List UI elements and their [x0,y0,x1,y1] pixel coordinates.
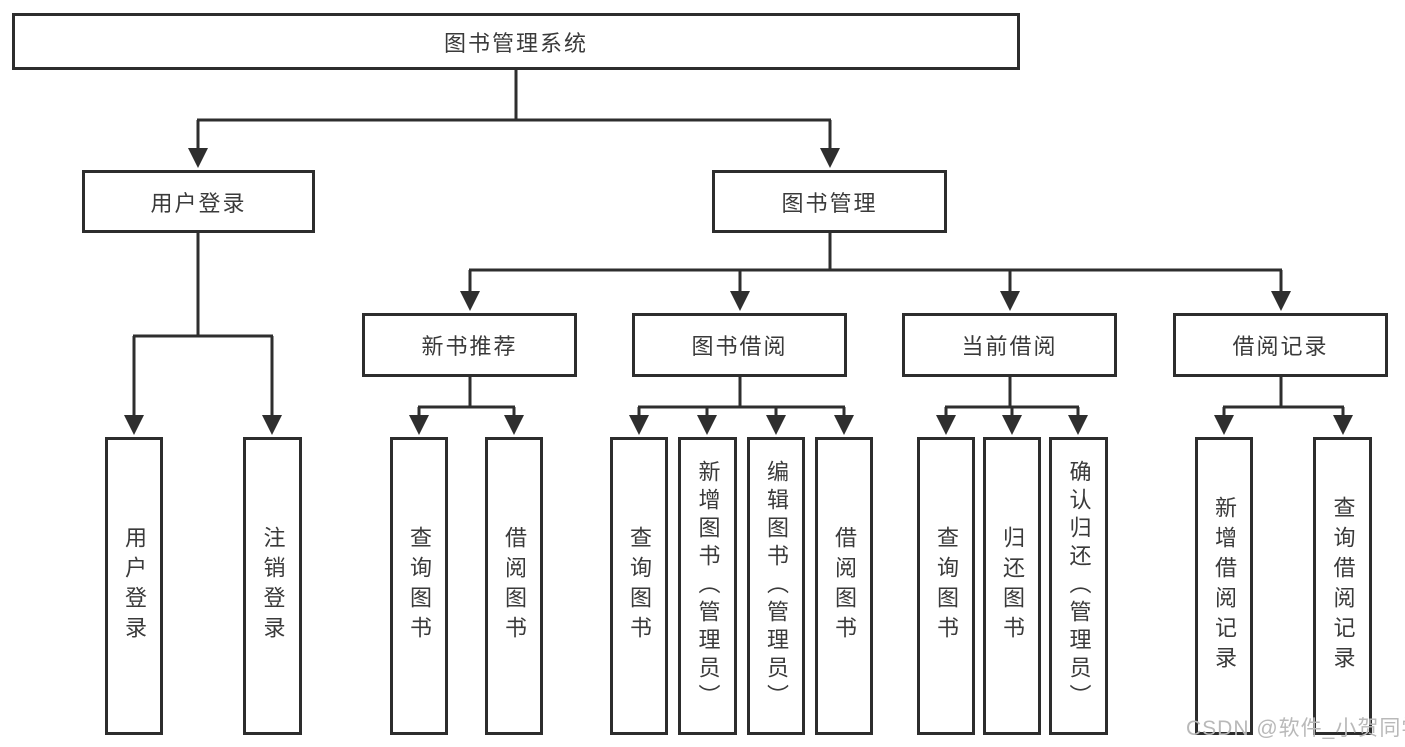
node-label: 借阅图书 [832,526,857,646]
leaf-current-confirm-return-admin: 确认归还（管理员） [1049,437,1108,735]
node-label: 新增借阅记录 [1212,496,1237,676]
node-user-login: 用户登录 [82,170,315,233]
connector-root [188,70,840,168]
node-label: 新书推荐 [421,334,518,359]
node-label: 用户登录 [150,190,247,216]
node-label: 新增图书（管理员） [695,460,721,712]
node-label: 用户登录 [122,526,147,646]
node-new-book-recommend: 新书推荐 [362,313,577,377]
connector-new-book-recommend [409,377,524,435]
leaf-recommend-query-books: 查询图书 [390,437,448,735]
node-label: 查询借阅记录 [1330,496,1356,676]
connector-book-borrow [629,377,854,435]
node-label: 确认归还（管理员） [1066,460,1092,712]
leaf-borrow-add-books-admin: 新增图书（管理员） [678,437,737,735]
node-label: 查询图书 [627,526,652,646]
node-label: 借阅图书 [502,526,527,646]
leaf-recommend-borrow-books: 借阅图书 [485,437,543,735]
csdn-watermark: CSDN @软件_小贺同学 [1186,717,1405,740]
node-label: 查询图书 [934,526,959,646]
node-book-borrow: 图书借阅 [632,313,847,377]
leaf-current-query-books: 查询图书 [917,437,975,735]
node-label: 查询图书 [407,526,432,646]
node-label: 图书借阅 [691,334,788,359]
connector-borrow-records [1214,377,1353,435]
leaf-records-query-record: 查询借阅记录 [1313,437,1372,735]
node-library-management-system: 图书管理系统 [12,13,1020,70]
node-label: 借阅记录 [1232,334,1329,359]
node-label: 图书管理 [781,190,878,216]
node-borrow-records: 借阅记录 [1173,313,1388,377]
connector-current-borrow [936,377,1088,435]
leaf-current-return-books: 归还图书 [983,437,1041,735]
leaf-borrow-edit-books-admin: 编辑图书（管理员） [747,437,805,735]
connector-user-login [124,233,282,435]
node-label: 注销登录 [260,526,286,646]
leaf-user-login: 用户登录 [105,437,163,735]
node-label: 编辑图书（管理员） [764,460,789,712]
node-current-borrow: 当前借阅 [902,313,1117,377]
node-label: 归还图书 [1000,526,1025,646]
leaf-records-add-record: 新增借阅记录 [1195,437,1253,735]
leaf-logout: 注销登录 [243,437,302,735]
leaf-borrow-query-books: 查询图书 [610,437,668,735]
node-book-management: 图书管理 [712,170,947,233]
leaf-borrow-borrow-books: 借阅图书 [815,437,873,735]
node-label: 当前借阅 [961,334,1058,359]
connector-book-management [460,233,1291,311]
node-label: 图书管理系统 [443,30,588,56]
